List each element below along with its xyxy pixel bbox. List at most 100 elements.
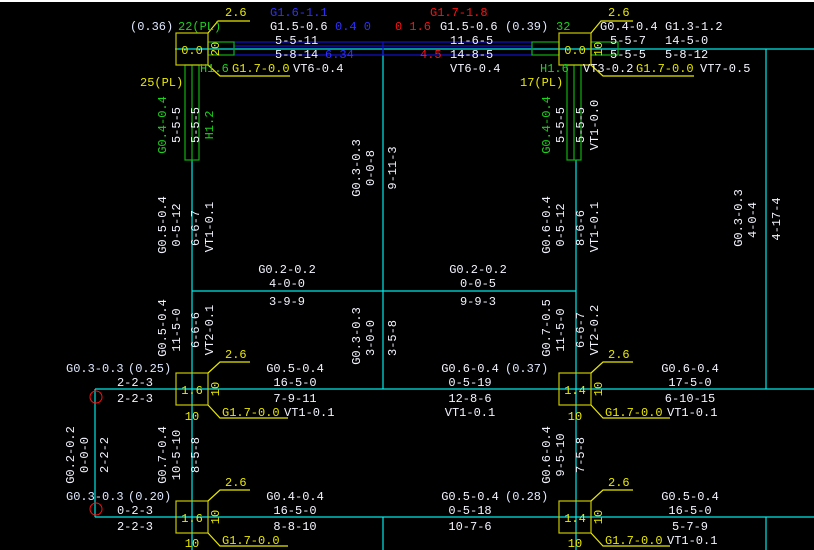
h-label: H1.6	[200, 62, 229, 76]
column-boxes	[175, 32, 592, 534]
beam-label: 16-5-0	[668, 504, 711, 518]
beam-label: 5-7-9	[672, 520, 708, 534]
bottom-label: 10	[185, 410, 199, 424]
beam-label: G0.3-0.3	[350, 139, 364, 197]
beam-label: 11-5-0	[170, 308, 184, 351]
beam-label: 6-6-6	[189, 312, 203, 348]
wall-label: 5-5-5	[554, 107, 568, 143]
beam-label: 4-0-4	[746, 202, 760, 238]
red-marker-icon[interactable]	[89, 502, 103, 516]
beam-label: 3-0-0	[364, 320, 378, 356]
side-label: 20	[209, 42, 223, 56]
beam-label: 4-0-0	[269, 277, 305, 291]
beam-label: G0.5-0.4	[266, 362, 324, 376]
beam-label: 3-5-8	[386, 320, 400, 356]
beam-label: VT6-0.4	[450, 62, 500, 76]
beam-label: 6-6-7	[189, 210, 203, 246]
beam-label: G1.5-0.6	[270, 20, 328, 34]
blue-label: 6.34	[325, 48, 354, 62]
selected-beam[interactable]	[184, 41, 619, 161]
side-label: 10	[592, 42, 606, 56]
beam-label: 3-9-9	[269, 295, 305, 309]
beam-label: 0-0-5	[460, 277, 496, 291]
beam-label: 8-5-8	[189, 437, 203, 473]
beam-label: 6-6-7	[574, 312, 588, 348]
beam-label: 10-7-6	[448, 520, 491, 534]
pl-label: 17(PL)	[520, 76, 563, 90]
beam-label: 9-11-3	[386, 146, 400, 189]
beam-label: G0.7-0.5	[540, 299, 554, 357]
red-label: 0 1.6	[395, 20, 431, 34]
beam-label: G0.3-0.3	[66, 490, 124, 504]
wall-label: 5-5-5	[189, 107, 203, 143]
beam-label: 7-5-8	[574, 437, 588, 473]
beam-label: 9-9-3	[460, 295, 496, 309]
beam-label: 14-5-0	[665, 34, 708, 48]
beam-label: 10-5-10	[170, 430, 184, 480]
column-b[interactable]	[175, 500, 209, 534]
dim-label: 2.6	[225, 6, 247, 20]
beam-label: 14-8-5	[450, 48, 493, 62]
wall-label: 5-5-5	[170, 107, 184, 143]
beam-label: G0.6-0.4	[441, 362, 499, 376]
column-value: 1.4	[564, 384, 586, 398]
h-label: H1.6	[540, 62, 569, 76]
vt-label: VT1-0.1	[667, 406, 717, 420]
column-top-left[interactable]	[175, 32, 209, 66]
column-c[interactable]	[558, 372, 592, 406]
beam-label: 9-5-10	[554, 433, 568, 476]
beam-label: 0-5-18	[448, 504, 491, 518]
beam-label: G0.6-0.4	[540, 426, 554, 484]
column-d-labels: (0.28) 2.6 1.4 10 10 G1.7-0.0 VT1-0.1	[505, 476, 717, 550]
beam-label: G0.7-0.4	[156, 426, 170, 484]
g-label: G1.7-0.0	[605, 406, 663, 420]
beam-label: G0.3-0.3	[732, 189, 746, 247]
vertical-labels: G0.4-0.4 5-5-5 5-5-5 H1.2 G0.4-0.4 5-5-5…	[64, 96, 784, 484]
side-label: 10	[592, 382, 606, 396]
column-d[interactable]	[558, 500, 592, 534]
column-a[interactable]	[175, 372, 209, 406]
red-label: 4.5	[420, 48, 442, 62]
beam-label: 2-2-3	[117, 520, 153, 534]
column-c-labels: (0.37) 2.6 1.4 10 10 G1.7-0.0 VT1-0.1	[505, 348, 717, 424]
beam-label: 11-6-5	[450, 34, 493, 48]
axis-grid	[94, 48, 814, 550]
secondary-beam-labels: G0.2-0.2 4-0-0 3-9-9 G0.2-0.2 0-0-5 9-9-…	[258, 263, 507, 309]
beam-label: G0.2-0.2	[258, 263, 316, 277]
dim-label: 2.6	[608, 476, 630, 490]
side-label: 10	[209, 510, 223, 524]
column-value: 0.0	[181, 44, 203, 58]
beam-label: 5-5-5	[610, 48, 646, 62]
beam-label: VT1-0.1	[588, 202, 602, 252]
beam-label: 0-2-3	[117, 504, 153, 518]
leader-lines	[207, 20, 694, 547]
beam-label: 5-8-14	[275, 48, 318, 62]
beam-label: 17-5-0	[668, 376, 711, 390]
beam-label: G0.3-0.3	[66, 362, 124, 376]
beam-label: G0.5-0.4	[441, 490, 499, 504]
column-value: 0.0	[564, 44, 586, 58]
beam-label: G0.5-0.4	[661, 490, 719, 504]
beam-label: VT7-0.5	[700, 62, 750, 76]
pl-label: 22(PL)	[178, 20, 221, 34]
ratio-label: (0.20)	[128, 490, 171, 504]
beam-label: G0.4-0.4	[600, 20, 658, 34]
ratio-label: (0.25)	[128, 362, 171, 376]
beam-label: 8-8-10	[273, 520, 316, 534]
beam-label: G0.4-0.4	[266, 490, 324, 504]
g-label: G1.7-0.0	[222, 406, 280, 420]
beam-label: 0-0-0	[78, 437, 92, 473]
vt-label: VT1-0.1	[667, 534, 717, 548]
red-marker-icon[interactable]	[89, 390, 103, 404]
beam-label: VT1-0.1	[203, 202, 217, 252]
n-label: 32	[556, 20, 570, 34]
beam-label: VT1-0.1	[445, 406, 495, 420]
side-label: 10	[592, 510, 606, 524]
dim-label: 2.6	[608, 348, 630, 362]
g-label: G1.7-0.0	[605, 534, 663, 548]
beam-label: 8-6-6	[574, 210, 588, 246]
column-top-right[interactable]	[558, 32, 592, 66]
blue-label: 0.4 0	[335, 20, 371, 34]
dim-label: 2.6	[608, 6, 630, 20]
